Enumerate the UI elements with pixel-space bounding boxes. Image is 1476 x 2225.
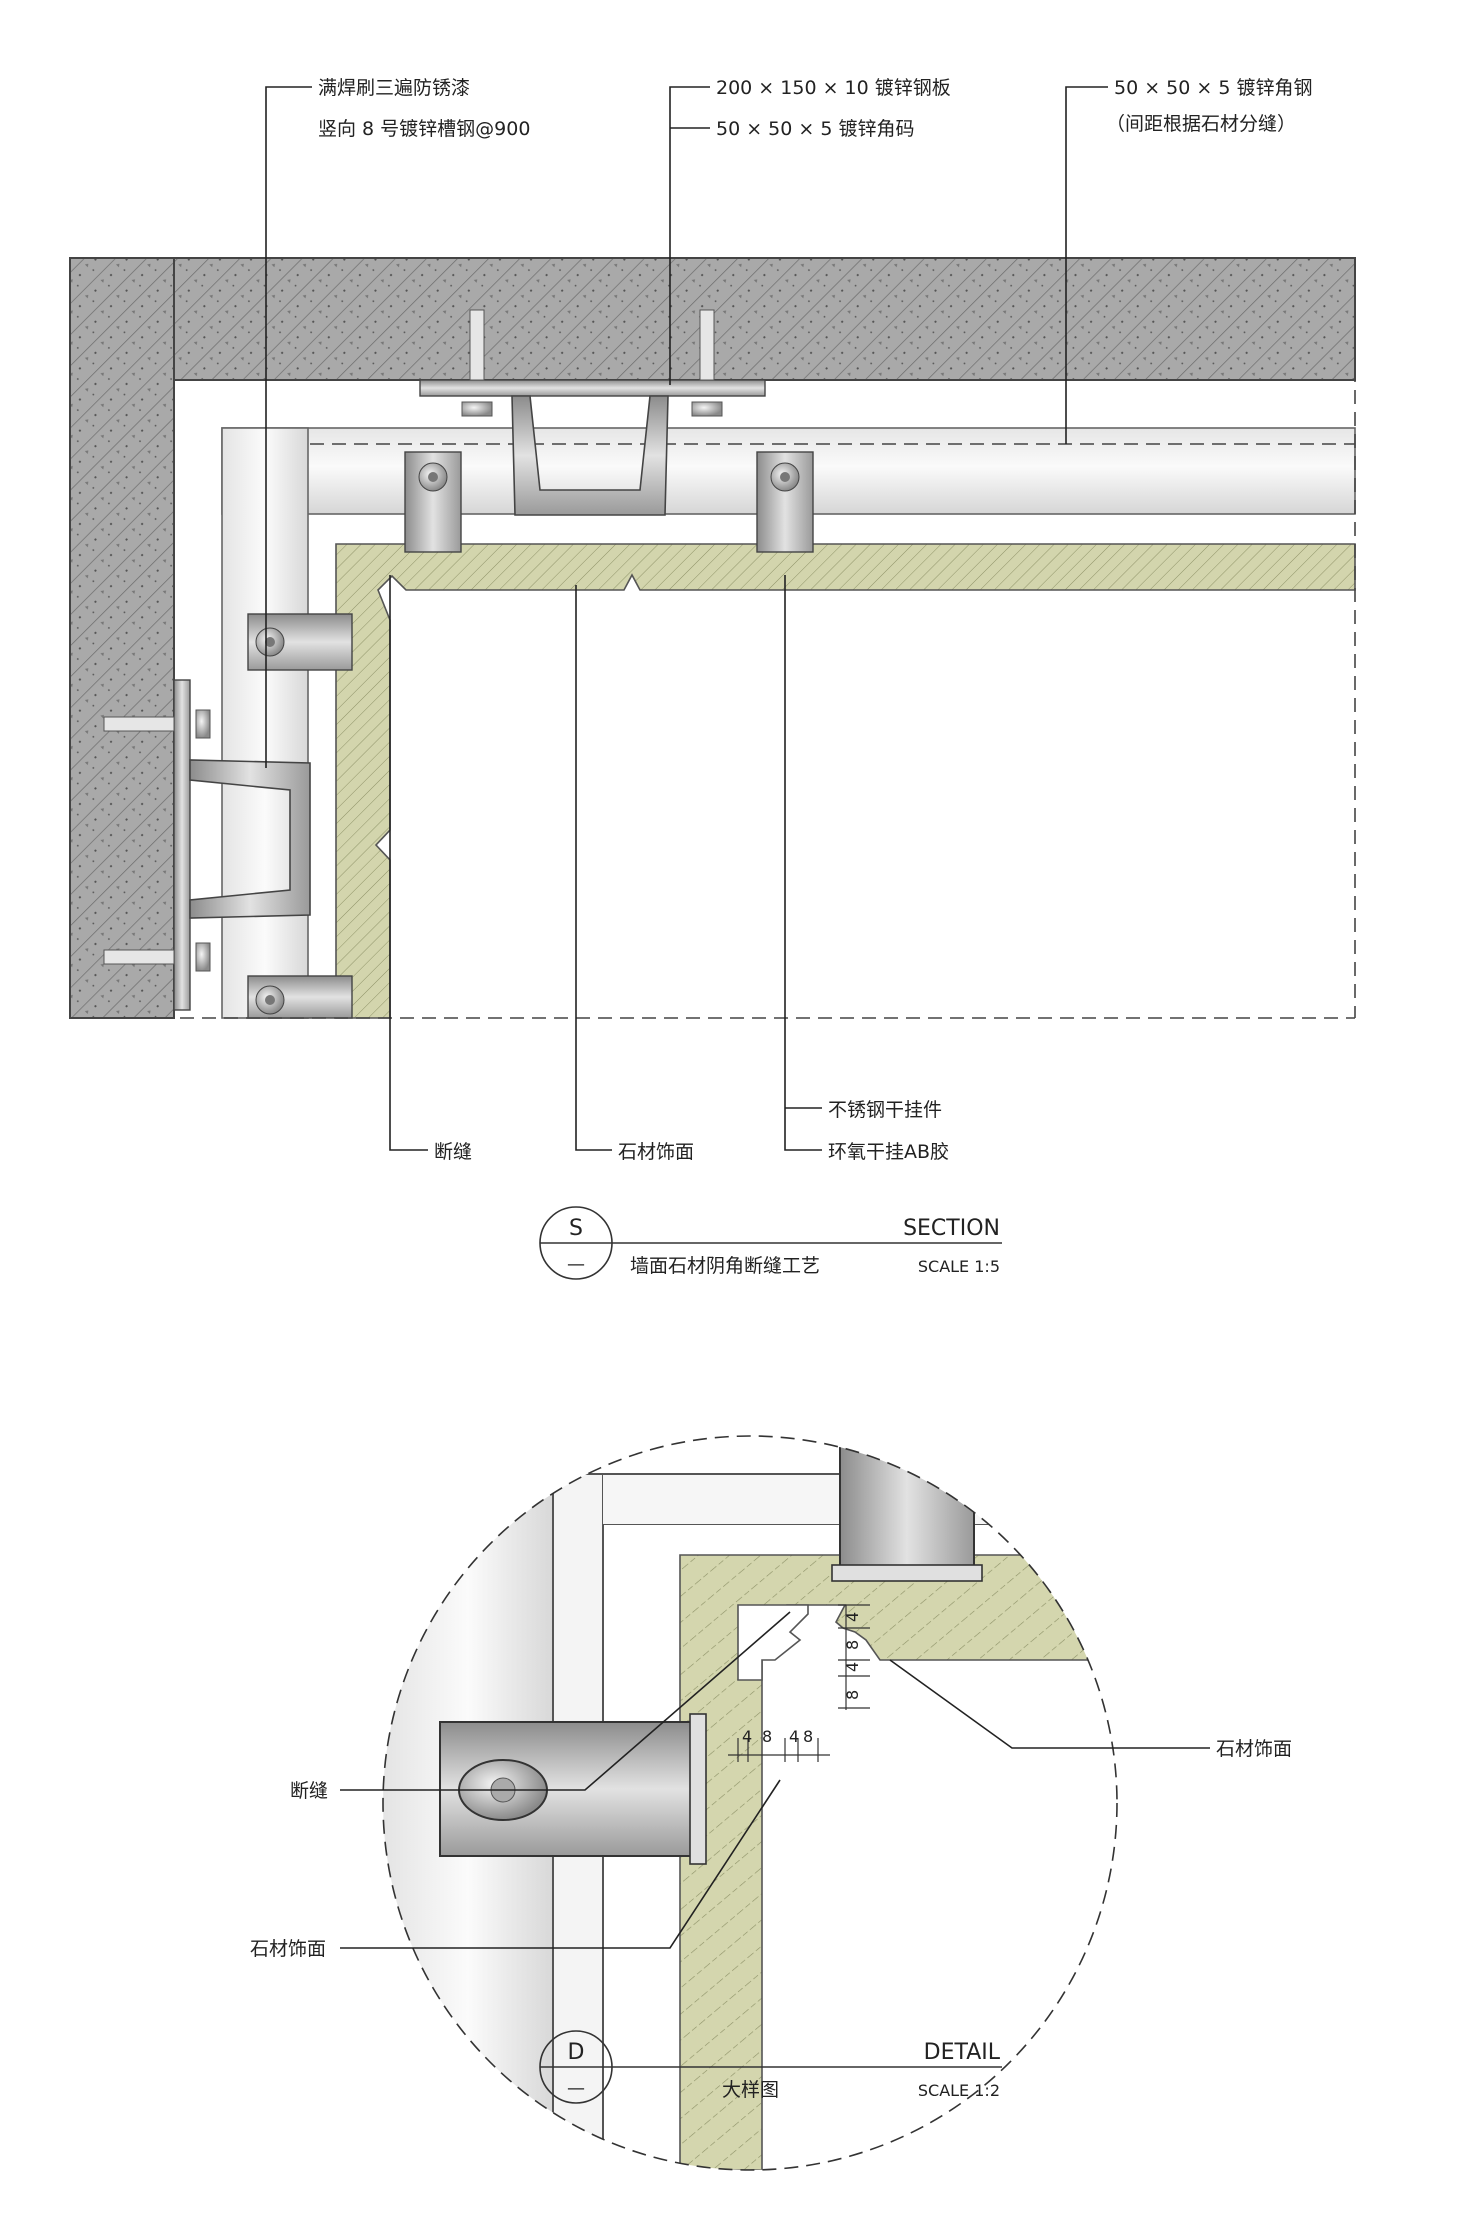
angle-steel-vertical bbox=[221, 427, 309, 1019]
section-leaders bbox=[265, 86, 1108, 1151]
dim-v-1: 4 bbox=[843, 1612, 862, 1622]
concrete-top-slab bbox=[173, 257, 1356, 381]
stainless-hanger-3 bbox=[247, 613, 353, 671]
stainless-hanger-2 bbox=[756, 451, 814, 553]
stone-facing-section bbox=[335, 543, 1356, 1019]
anchor-bolts-left bbox=[103, 709, 211, 972]
stainless-hanger-1 bbox=[404, 451, 462, 553]
section-scale: SCALE 1:5 bbox=[918, 1257, 1000, 1276]
detail-label-stone-left: 石材饰面 bbox=[250, 1938, 326, 1960]
channel-steel-top bbox=[511, 395, 669, 516]
channel-steel-left bbox=[189, 759, 311, 919]
section-title-block: S — SECTION 墙面石材阴角断缝工艺 SCALE 1:5 bbox=[539, 1206, 1002, 1280]
detail-title: 大样图 bbox=[722, 2079, 779, 2101]
detail-title-block: D — DETAIL 大样图 SCALE 1:2 bbox=[539, 2030, 1002, 2104]
label-stainless-hanger: 不锈钢干挂件 bbox=[828, 1099, 942, 1121]
detail-drawing: 4 8 4 8 4 8 4 8 bbox=[340, 1435, 1210, 2171]
label-angle-code: 50 × 50 × 5 镀锌角码 bbox=[716, 118, 914, 140]
steel-plate-top bbox=[419, 379, 766, 397]
dim-v-4: 8 bbox=[843, 1690, 862, 1700]
dim-h-1: 4 bbox=[742, 1727, 752, 1746]
section-symbol-letter: S bbox=[569, 1216, 583, 1241]
steel-plate-left bbox=[173, 679, 191, 1011]
detail-hanger-horizontal bbox=[439, 1713, 707, 1865]
dim-h-2: 8 bbox=[762, 1727, 772, 1746]
dim-h-4: 8 bbox=[803, 1727, 813, 1746]
label-angle-steel: 50 × 50 × 5 镀锌角钢 bbox=[1114, 77, 1312, 99]
dim-v-3: 4 bbox=[843, 1662, 862, 1672]
stainless-hanger-4 bbox=[247, 975, 353, 1019]
label-steel-plate: 200 × 150 × 10 镀锌钢板 bbox=[716, 77, 951, 99]
detail-leaders bbox=[340, 1611, 1210, 1949]
label-epoxy-glue: 环氧干挂AB胶 bbox=[828, 1141, 949, 1163]
section-type: SECTION bbox=[903, 1216, 1000, 1241]
detail-scale: SCALE 1:2 bbox=[918, 2081, 1000, 2100]
section-drawing bbox=[69, 86, 1356, 1151]
section-title: 墙面石材阴角断缝工艺 bbox=[630, 1255, 820, 1277]
detail-symbol-letter: D bbox=[568, 2040, 585, 2065]
dim-v-2: 8 bbox=[843, 1640, 862, 1650]
section-symbol-sub: — bbox=[567, 1254, 585, 1275]
concrete-left-wall bbox=[69, 257, 175, 1019]
label-joint: 断缝 bbox=[434, 1141, 472, 1163]
label-angle-steel-note: （间距根据石材分缝） bbox=[1106, 113, 1296, 135]
anchor-bolts-top bbox=[461, 309, 723, 417]
detail-type: DETAIL bbox=[924, 2040, 1001, 2065]
label-stone-facing: 石材饰面 bbox=[618, 1141, 694, 1163]
dim-h-3: 4 bbox=[789, 1727, 799, 1746]
detail-symbol-sub: — bbox=[567, 2078, 585, 2099]
detail-hanger-vertical bbox=[831, 1436, 983, 1582]
detail-dimensions bbox=[728, 1604, 870, 1762]
detail-label-joint: 断缝 bbox=[290, 1780, 328, 1802]
detail-label-stone-right: 石材饰面 bbox=[1216, 1738, 1292, 1760]
label-weld-paint: 满焊刷三遍防锈漆 bbox=[318, 77, 470, 99]
label-channel-steel: 竖向 8 号镀锌槽钢@900 bbox=[318, 118, 530, 140]
